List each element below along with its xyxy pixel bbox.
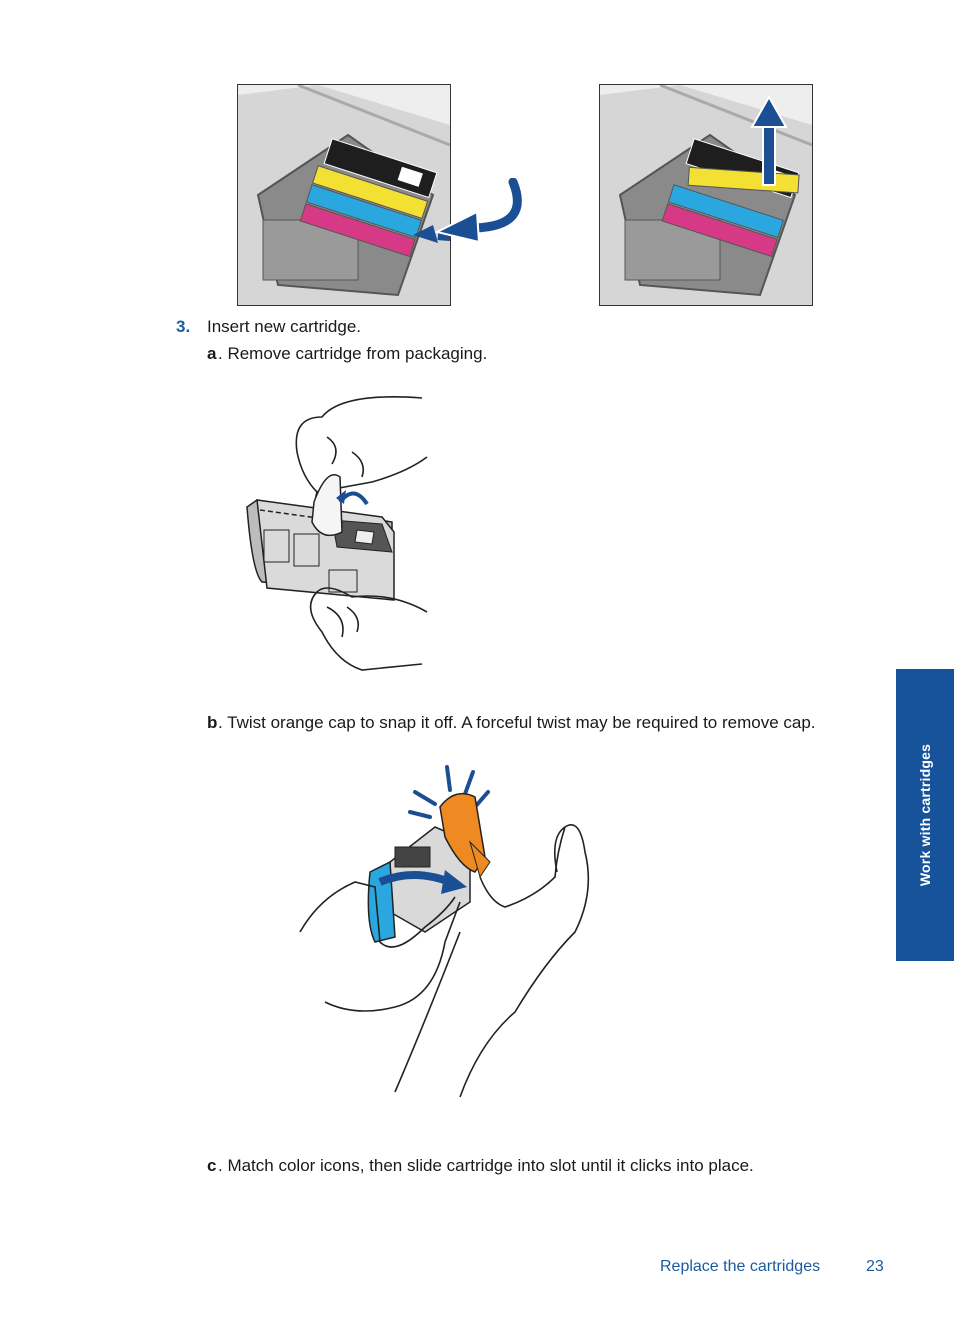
step-number: 3. <box>176 317 191 336</box>
footer-section-title: Replace the cartridges <box>660 1258 821 1275</box>
substep-letter-b: b <box>207 713 218 732</box>
substep-text-a: . Remove cartridge from packaging. <box>218 344 488 363</box>
chapter-side-tab: Work with cartridges <box>896 669 954 961</box>
figure-twist-cap <box>295 762 595 1117</box>
cartridge-carriage-rotate-illustration <box>238 85 450 305</box>
figure-remove-packaging <box>232 392 432 672</box>
substep-letter-c: c <box>207 1156 217 1175</box>
chapter-side-tab-label: Work with cartridges <box>917 743 933 887</box>
twist-cap-hands-illustration <box>299 765 590 1098</box>
figure-cartridge-latch <box>237 84 451 306</box>
footer-page-number: 23 <box>866 1258 884 1275</box>
substep-letter-a: a <box>207 344 217 363</box>
step-text: Insert new cartridge. <box>207 317 362 336</box>
cartridge-carriage-lift-illustration <box>600 85 812 305</box>
rotate-arrow-icon <box>435 178 530 244</box>
figure-cartridge-pull-up <box>599 84 813 306</box>
substep-text-b: . Twist orange cap to snap it off. A for… <box>218 713 816 732</box>
peel-tab-hands-illustration <box>246 396 428 671</box>
substep-text-c: . Match color icons, then slide cartridg… <box>218 1156 754 1175</box>
